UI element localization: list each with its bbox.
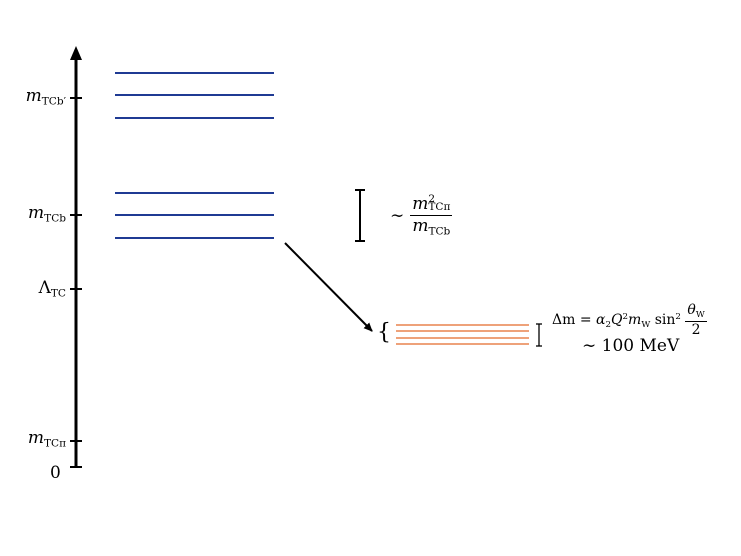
fine-splitting-approx: ∼ 100 MeV	[582, 336, 680, 356]
label-subscript: TCπ	[43, 437, 66, 450]
sin-function: sin	[654, 311, 676, 328]
axis-arrowhead	[70, 46, 82, 60]
label-zero: 0	[50, 463, 61, 483]
fine-level-group	[396, 324, 529, 345]
m-subscript: W	[641, 319, 651, 330]
m-symbol: m	[628, 311, 642, 328]
splitting-bracket	[355, 189, 365, 242]
numerator-subscript: TCπ	[428, 201, 451, 214]
label-m-tcpi: mTCπ	[0, 430, 66, 449]
equals-sign: =	[579, 311, 592, 328]
denominator-subscript: TCb	[428, 225, 451, 238]
theta-numerator: θW	[685, 302, 707, 322]
upper-level-group	[115, 72, 274, 119]
fine-structure-brace: {	[377, 320, 391, 345]
denominator-symbol: m	[412, 215, 429, 236]
theta-symbol: θ	[687, 302, 696, 318]
alpha-subscript: 2	[605, 319, 612, 330]
q-symbol: Q	[611, 311, 623, 328]
label-symbol: Λ	[38, 278, 51, 298]
theta-fraction: θW 2	[685, 302, 707, 338]
numerator-symbol: m	[412, 193, 429, 214]
alpha-symbol: α	[596, 311, 606, 328]
label-symbol: m	[27, 428, 44, 448]
label-subscript: TCb′	[41, 95, 66, 108]
fine-splitting-bracket	[536, 323, 542, 347]
label-symbol: m	[28, 203, 45, 223]
numerator-superscript: 2	[428, 193, 436, 205]
lower-level-group	[115, 192, 274, 239]
zoom-arrow	[284, 242, 373, 332]
label-m-tcb: mTCb	[0, 205, 66, 224]
fine-splitting-formula: Δm = α2Q2mW sin2 θW 2	[552, 303, 707, 337]
theta-denominator: 2	[691, 321, 701, 338]
label-subscript: TCb	[44, 212, 66, 225]
label-lambda-tc: ΛTC	[0, 280, 66, 299]
theta-subscript: W	[695, 310, 705, 321]
tilde-symbol: ∼	[390, 205, 405, 226]
label-subscript: TC	[50, 287, 66, 300]
delta-m: Δm	[552, 311, 576, 328]
sin-superscript: 2	[675, 312, 681, 323]
fraction-denominator: mTCb	[410, 216, 452, 237]
label-symbol: m	[25, 86, 42, 106]
label-m-tcb-prime: mTCb′	[0, 88, 66, 107]
q-superscript: 2	[622, 312, 629, 323]
